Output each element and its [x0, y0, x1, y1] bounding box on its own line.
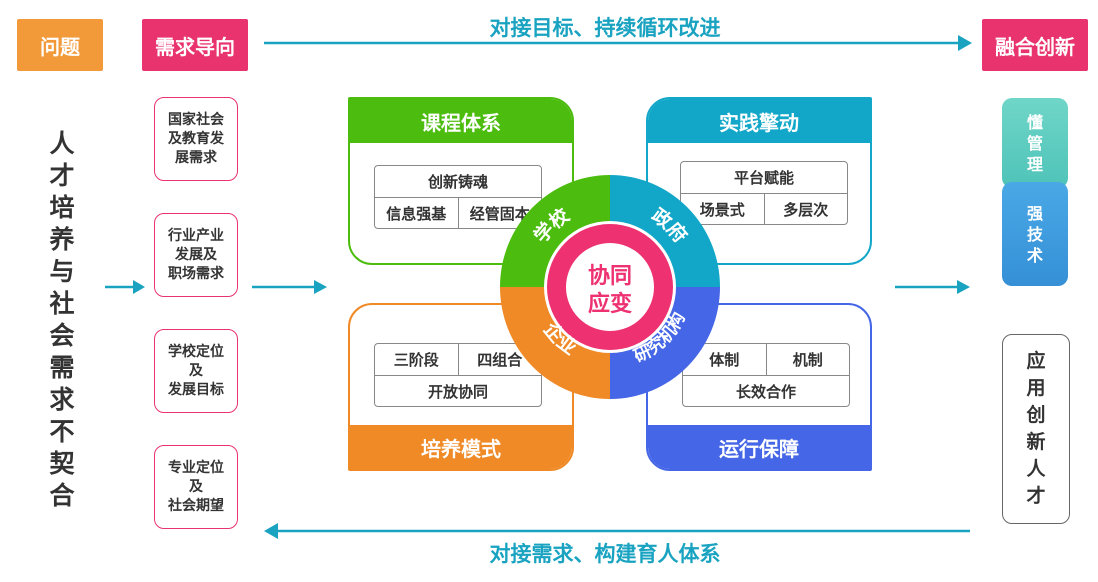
curriculum-item-management: 经管固本: [457, 198, 542, 229]
bottom-arrow-label: 对接需求、构建育人体系: [489, 542, 721, 566]
left-vertical-text: 人才培养与社会需求不契合: [44, 128, 80, 512]
need-line: 国家社会: [168, 111, 224, 128]
center-ring: 学校 政府 企业 研究机构 协同 应变: [500, 175, 720, 399]
curriculum-item-innovation: 创新铸魂: [427, 173, 488, 191]
left-vertical-char: 求: [49, 385, 75, 414]
arrow-center-to-right: [895, 280, 970, 294]
talent-char: 用: [1026, 377, 1046, 399]
need-line: 行业产业: [168, 227, 224, 244]
guarantee-item-system: 体制: [709, 351, 740, 369]
need-line: 专业定位: [168, 459, 224, 476]
core-text-line1: 协同: [588, 264, 632, 289]
tech-char: 术: [1026, 245, 1043, 265]
card-training-mode: 培养模式 三阶段 四组合 开放协同: [348, 303, 574, 471]
tag-demand-oriented: 需求导向: [142, 19, 248, 71]
left-vertical-char: 养: [49, 225, 75, 254]
core-text-line2: 应变: [588, 291, 632, 317]
practice-item-scenario: 场景式: [699, 201, 745, 219]
talent-char: 人: [1026, 458, 1046, 480]
tech-char: 技: [1026, 224, 1043, 244]
manage-char: 管: [1026, 133, 1043, 153]
left-vertical-char: 培: [49, 193, 75, 222]
card-curriculum: 课程体系 创新铸魂 信息强基 经管固本: [348, 97, 574, 265]
need-line: 社会期望: [168, 497, 224, 514]
left-vertical-char: 合: [49, 481, 75, 510]
training-inner-box: 三阶段 四组合 开放协同: [374, 343, 542, 407]
manage-char: 懂: [1026, 112, 1043, 132]
curriculum-inner-box: 创新铸魂 信息强基 经管固本: [374, 165, 542, 229]
talent-char: 新: [1026, 431, 1046, 453]
left-vertical-char: 人: [49, 129, 75, 158]
talent-char: 创: [1026, 404, 1046, 426]
practice-item-platform: 平台赋能: [733, 169, 794, 187]
practice-item-multilevel: 多层次: [763, 194, 848, 225]
need-line: 职场需求: [168, 265, 224, 282]
need-box-industry: 行业产业发展及职场需求: [154, 213, 238, 297]
need-box-school: 学校定位及发展目标: [154, 329, 238, 413]
need-line: 学校定位: [168, 343, 224, 360]
card-practice-title: 实践擎动: [648, 99, 870, 143]
training-item-four-combo: 四组合: [457, 344, 542, 375]
card-training-title: 培养模式: [350, 425, 572, 469]
left-vertical-char: 不: [49, 417, 75, 446]
arrow-left-to-needs: [105, 280, 145, 294]
left-vertical-char: 才: [49, 161, 75, 190]
manage-char: 理: [1026, 154, 1043, 174]
tag-fusion-innovation: 融合创新: [982, 19, 1088, 71]
box-applied-innovative-talent: 应用创新人才: [1002, 334, 1070, 524]
training-item-open: 开放协同: [427, 383, 488, 401]
box-strong-technology: 强技术: [1002, 182, 1068, 286]
need-line: 展需求: [175, 149, 217, 166]
tag-problem: 问题: [17, 19, 103, 71]
bottom-arrow: [264, 523, 970, 539]
card-guarantee-title: 运行保障: [648, 425, 870, 469]
tech-char: 强: [1026, 203, 1043, 223]
need-line: 及: [189, 362, 203, 379]
need-line: 及教育发: [168, 130, 224, 147]
need-box-national: 国家社会及教育发展需求: [154, 97, 238, 181]
talent-char: 才: [1026, 485, 1046, 507]
card-practice: 实践擎动 平台赋能 场景式 多层次: [646, 97, 872, 265]
guarantee-inner-box: 体制 机制 长效合作: [682, 343, 850, 407]
left-vertical-char: 需: [49, 353, 75, 382]
need-line: 发展及: [175, 246, 217, 263]
top-arrow-label: 对接目标、持续循环改进: [489, 16, 721, 40]
arrow-needs-to-center: [252, 280, 327, 294]
left-vertical-char: 契: [49, 449, 75, 478]
guarantee-item-cooperation: 长效合作: [735, 383, 796, 401]
left-vertical-char: 社: [49, 289, 75, 318]
top-arrow: [264, 35, 972, 51]
training-item-three-stage: 三阶段: [393, 351, 439, 369]
box-understand-management: 懂管理: [1002, 98, 1068, 188]
need-line: 发展目标: [168, 381, 224, 398]
practice-inner-box: 平台赋能 场景式 多层次: [680, 161, 848, 225]
talent-char: 应: [1026, 350, 1046, 372]
need-line: 及: [189, 478, 203, 495]
guarantee-item-mechanism: 机制: [765, 344, 850, 375]
need-box-major: 专业定位及社会期望: [154, 445, 238, 529]
left-vertical-char: 会: [49, 321, 75, 350]
left-vertical-char: 与: [49, 257, 75, 286]
card-curriculum-title: 课程体系: [350, 99, 572, 143]
curriculum-item-info: 信息强基: [386, 205, 447, 223]
